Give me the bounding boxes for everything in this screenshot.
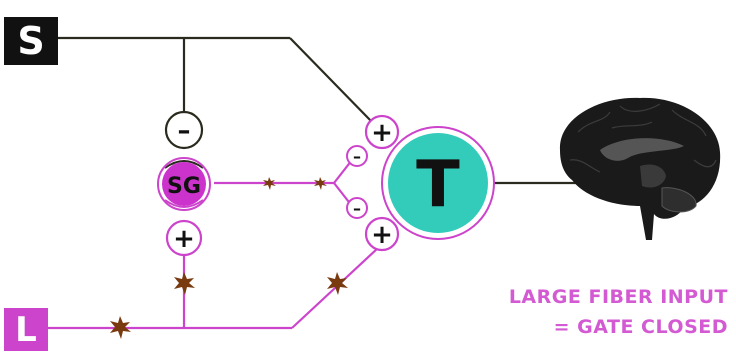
t-minus-upper-circle xyxy=(346,145,368,167)
spark-sg-2 xyxy=(314,177,327,190)
t-plus-lower-sign: + xyxy=(371,220,393,250)
brain-icon xyxy=(559,97,721,241)
sg-body xyxy=(162,162,206,206)
brain-cerebellum xyxy=(661,187,697,213)
brain-folds xyxy=(569,103,717,173)
spark-l-main xyxy=(110,316,131,339)
brain-thalamus xyxy=(640,164,666,188)
spark-l-t xyxy=(327,272,348,295)
spark-sg-1 xyxy=(263,177,276,190)
small-fiber-pathway xyxy=(58,36,582,185)
sg-upper-synapse-arc xyxy=(164,160,204,169)
sg-inhibit-upper-line xyxy=(333,159,353,184)
sg-plus-sign: + xyxy=(173,224,195,254)
sg-minus-synapse: – xyxy=(164,110,204,150)
caption-line-1: LARGE FIBER INPUT xyxy=(508,286,728,308)
sg-minus-circle xyxy=(164,110,204,150)
t-plus-upper-sign: + xyxy=(371,118,393,148)
caption-line-2: = GATE CLOSED xyxy=(553,316,728,338)
sg-plus-synapse: + xyxy=(165,219,203,257)
brain-silhouette xyxy=(559,97,721,241)
t-minus-upper-synapse: – xyxy=(346,145,368,167)
sg-label: SG xyxy=(167,174,201,199)
sg-neuron: SG xyxy=(157,157,211,211)
l-input-label: L xyxy=(4,308,48,351)
t-plus-upper-synapse: + xyxy=(364,114,400,150)
t-plus-upper-circle xyxy=(364,114,400,150)
spark-l-sg xyxy=(174,272,195,295)
t-minus-lower-synapse: – xyxy=(346,197,368,219)
t-body xyxy=(388,133,488,233)
sg-lower-synapse-arc xyxy=(164,199,204,208)
t-plus-lower-synapse: + xyxy=(364,216,400,252)
sg-minus-sign: – xyxy=(178,116,191,146)
action-potential-sparks xyxy=(110,177,348,339)
t-minus-upper-sign: – xyxy=(353,147,361,166)
sg-plus-circle xyxy=(165,219,203,257)
large-fiber-pathway xyxy=(48,159,379,330)
l-input-text: L xyxy=(15,309,37,350)
sg-outer-ring xyxy=(157,157,211,211)
t-label: T xyxy=(416,148,460,222)
t-cell: T xyxy=(381,126,495,240)
brain-corpus-callosum xyxy=(600,138,684,161)
s-fiber-to-t-branch xyxy=(289,37,373,123)
t-minus-lower-circle xyxy=(346,197,368,219)
s-input-text: S xyxy=(17,19,45,63)
l-fiber-to-t-branch xyxy=(291,247,379,329)
t-plus-lower-circle xyxy=(364,216,400,252)
s-input-label: S xyxy=(4,17,58,65)
t-minus-lower-sign: – xyxy=(353,199,361,218)
